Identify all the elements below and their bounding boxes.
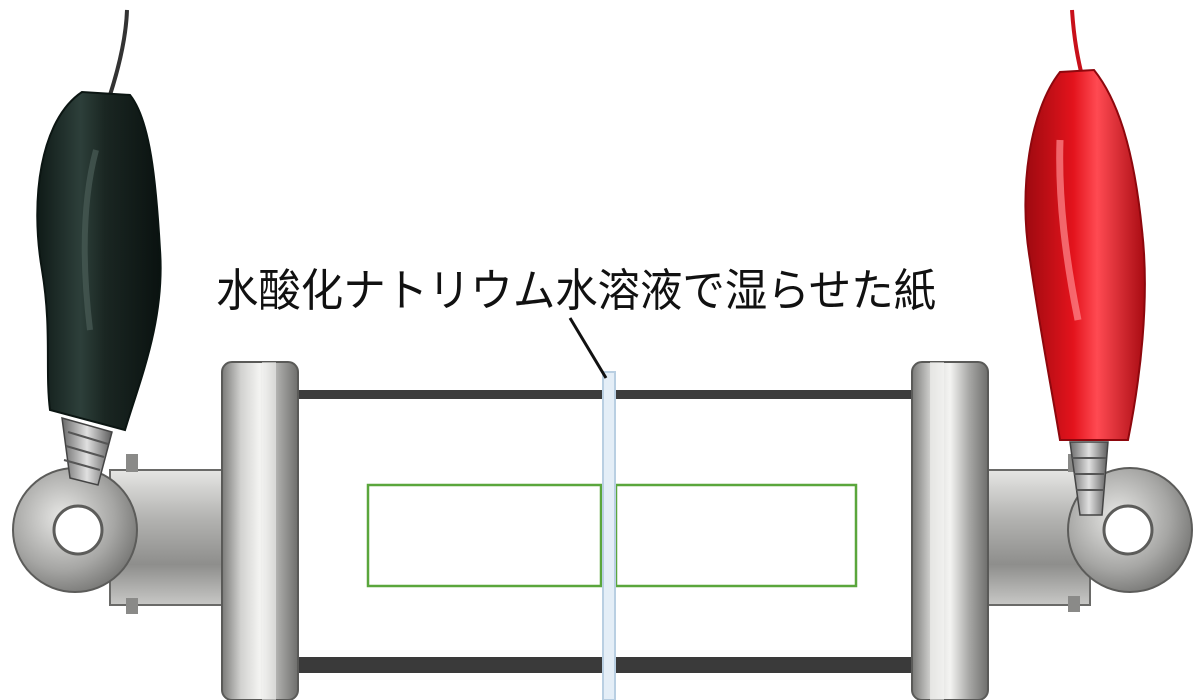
paper-strip-left — [366, 483, 603, 588]
red-alligator-clip-icon — [1024, 9, 1146, 516]
black-alligator-clip-icon — [36, 9, 162, 486]
wet-paper-divider — [602, 371, 616, 700]
left-binder-clip-icon — [12, 361, 299, 700]
right-binder-clip-icon — [911, 361, 1193, 700]
paper-label: 水酸化ナトリウム水溶液で湿らせた紙 — [216, 264, 936, 317]
label-pointer-line — [568, 317, 608, 379]
